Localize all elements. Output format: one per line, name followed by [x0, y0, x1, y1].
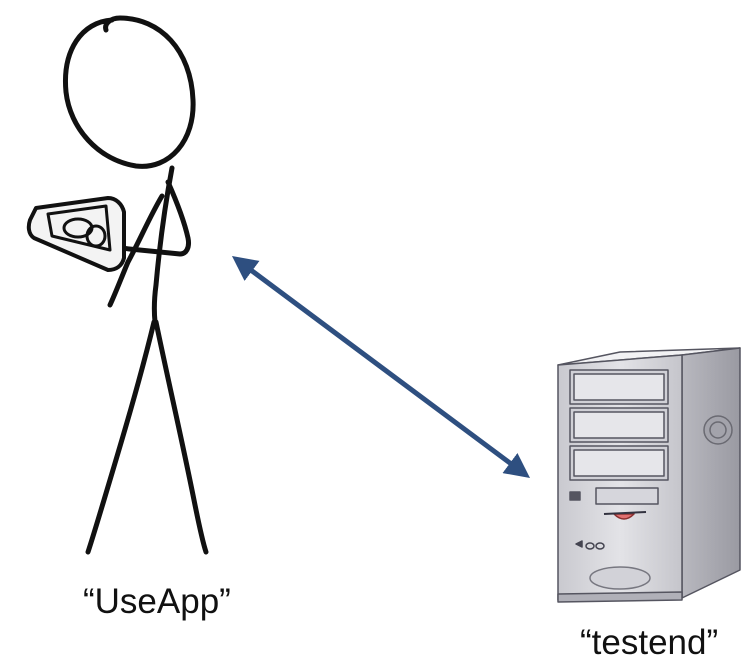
stick-figure-icon: [62, 15, 209, 555]
leg-right: [153, 319, 209, 555]
double-headed-arrow-icon: [231, 256, 531, 478]
desktop-tower-icon: [557, 347, 741, 603]
power-indicator: [569, 491, 581, 501]
case-side: [681, 347, 741, 599]
torso-line: [151, 165, 175, 325]
arm-left: [107, 193, 165, 308]
arm-right: [117, 179, 191, 257]
head-shape: [62, 15, 196, 169]
drive-bay-3-inner: [573, 449, 665, 477]
tablet-content-2: [85, 224, 107, 248]
front-ports: [575, 540, 605, 550]
front-grille: [589, 566, 651, 590]
floppy-bay: [595, 487, 659, 505]
case-base: [557, 591, 683, 603]
tablet-outline: [26, 196, 126, 272]
leg-left: [85, 319, 157, 555]
button-strip: [603, 511, 647, 515]
server-label: “testend”: [580, 623, 719, 662]
side-vent-inner: [709, 421, 727, 439]
side-vent: [703, 415, 733, 445]
drive-bay-2-inner: [573, 411, 665, 439]
user-label: “UseApp”: [83, 582, 231, 621]
tablet-icon: [26, 196, 126, 272]
drive-bay-1-inner: [573, 373, 665, 401]
power-button: [613, 513, 635, 520]
tablet-screen: [46, 204, 112, 252]
